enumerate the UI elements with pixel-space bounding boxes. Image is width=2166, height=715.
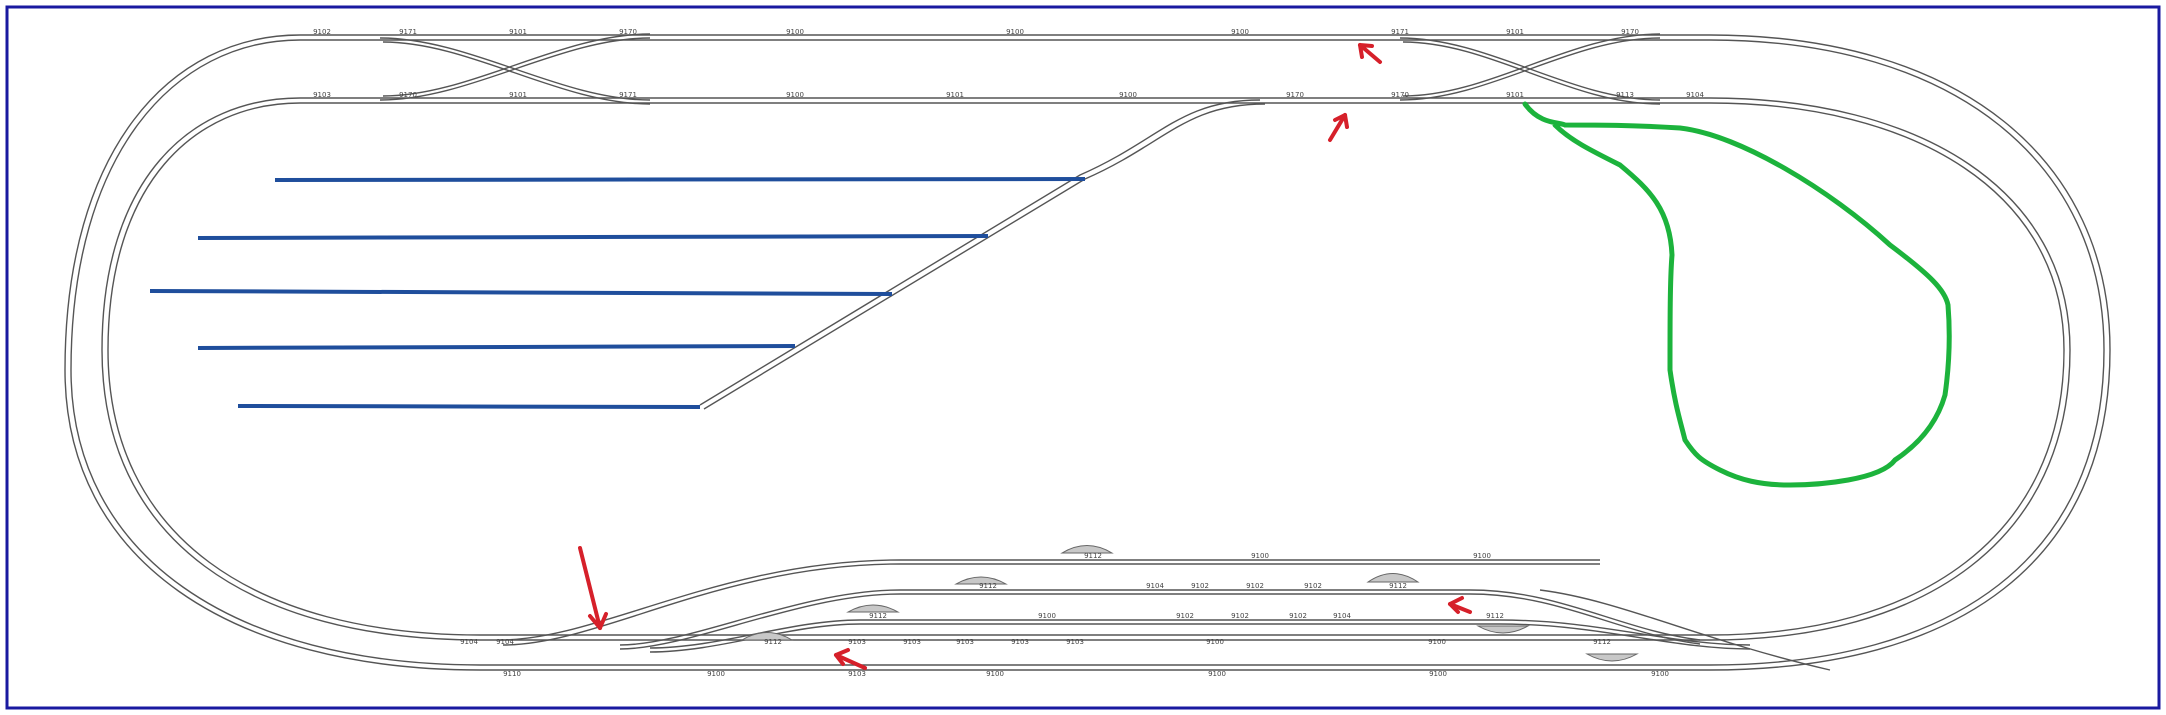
track-part-label: 9103 xyxy=(848,638,866,646)
track-part-label: 9104 xyxy=(496,638,514,646)
track-part-labels: 9102 9171 9101 9170 9100 9100 9100 9171 9101 9170… xyxy=(313,28,1704,678)
green-reversing-loop xyxy=(1522,101,1952,488)
track-part-label: 9171 xyxy=(1391,28,1409,36)
platform-5 xyxy=(1476,625,1530,634)
blue-sidings xyxy=(149,177,1086,409)
track-part-label: 9102 xyxy=(1176,612,1194,620)
track-part-label: 9101 xyxy=(1506,28,1524,36)
track-part-label: 9112 xyxy=(1486,612,1504,620)
diagram-frame xyxy=(5,5,2161,710)
track-part-label: 9100 xyxy=(1206,638,1224,646)
blue-siding-2 xyxy=(197,234,989,240)
red-arrow-1 xyxy=(1358,43,1382,64)
red-arrow-5 xyxy=(834,648,867,670)
track-part-label: 9171 xyxy=(619,91,637,99)
red-arrow-3 xyxy=(578,546,608,630)
track-part-label: 9170 xyxy=(399,91,417,99)
platform-4 xyxy=(846,604,900,613)
blue-siding-1 xyxy=(274,177,1086,182)
track-part-label: 9112 xyxy=(869,612,887,620)
track-part-label: 9112 xyxy=(1593,638,1611,646)
track-part-label: 9170 xyxy=(1286,91,1304,99)
track-part-label: 9103 xyxy=(903,638,921,646)
track-part-label: 9100 xyxy=(1429,670,1447,678)
track-part-label: 9104 xyxy=(1686,91,1704,99)
track-part-label: 9101 xyxy=(946,91,964,99)
platform-7 xyxy=(1585,653,1639,662)
blue-siding-4 xyxy=(197,344,796,350)
track-part-label: 9110 xyxy=(503,670,521,678)
platform-6 xyxy=(740,632,794,641)
platforms xyxy=(740,545,1639,662)
track-part-label: 9171 xyxy=(399,28,417,36)
track-part-label: 9112 xyxy=(1084,552,1102,560)
track-part-label: 9103 xyxy=(1011,638,1029,646)
siding-ladder xyxy=(699,99,1266,410)
track-part-label: 9100 xyxy=(707,670,725,678)
track-part-label: 9102 xyxy=(1304,582,1322,590)
track-part-label: 9100 xyxy=(1038,612,1056,620)
track-part-label: 9170 xyxy=(1391,91,1409,99)
track-part-label: 9170 xyxy=(619,28,637,36)
track-part-label: 9112 xyxy=(1389,582,1407,590)
crossover-top-left xyxy=(379,33,651,105)
track-part-label: 9100 xyxy=(1119,91,1137,99)
track-part-label: 9103 xyxy=(848,670,866,678)
track-part-label: 9100 xyxy=(1006,28,1024,36)
track-part-label: 9100 xyxy=(1428,638,1446,646)
track-part-label: 9103 xyxy=(1066,638,1084,646)
track-part-label: 9100 xyxy=(786,28,804,36)
red-arrow-2 xyxy=(1328,113,1349,142)
track-part-label: 9100 xyxy=(1231,28,1249,36)
track-part-label: 9170 xyxy=(1621,28,1639,36)
track-part-label: 9102 xyxy=(1246,582,1264,590)
platform-3 xyxy=(1366,573,1420,583)
platform-2 xyxy=(954,576,1008,585)
track-part-label: 9112 xyxy=(979,582,997,590)
track-part-label: 9113 xyxy=(1616,91,1634,99)
track-part-label: 9102 xyxy=(1231,612,1249,620)
bottom-yard xyxy=(499,559,1831,671)
track-part-label: 9104 xyxy=(1333,612,1351,620)
blue-siding-3 xyxy=(149,289,893,296)
track-part-label: 9101 xyxy=(509,91,527,99)
track-part-label: 9100 xyxy=(1473,552,1491,560)
track-part-label: 9104 xyxy=(460,638,478,646)
inner-oval-track xyxy=(101,97,2071,641)
crossover-top-right xyxy=(1399,33,1661,105)
track-part-label: 9101 xyxy=(1506,91,1524,99)
track-part-label: 9103 xyxy=(956,638,974,646)
track-part-label: 9104 xyxy=(1146,582,1164,590)
track-part-label: 9102 xyxy=(313,28,331,36)
outer-oval-track xyxy=(64,34,2111,671)
track-part-label: 9100 xyxy=(1651,670,1669,678)
track-part-label: 9100 xyxy=(1251,552,1269,560)
track-part-label: 9100 xyxy=(786,91,804,99)
platform-1 xyxy=(1060,545,1114,554)
track-part-label: 9100 xyxy=(986,670,1004,678)
track-part-label: 9100 xyxy=(1208,670,1226,678)
track-part-label: 9103 xyxy=(313,91,331,99)
blue-siding-5 xyxy=(237,404,701,409)
track-part-label: 9102 xyxy=(1191,582,1209,590)
track-part-label: 9102 xyxy=(1289,612,1307,620)
track-part-label: 9112 xyxy=(764,638,782,646)
red-arrows xyxy=(578,43,1472,670)
track-part-label: 9101 xyxy=(509,28,527,36)
red-arrow-4 xyxy=(1448,596,1472,614)
